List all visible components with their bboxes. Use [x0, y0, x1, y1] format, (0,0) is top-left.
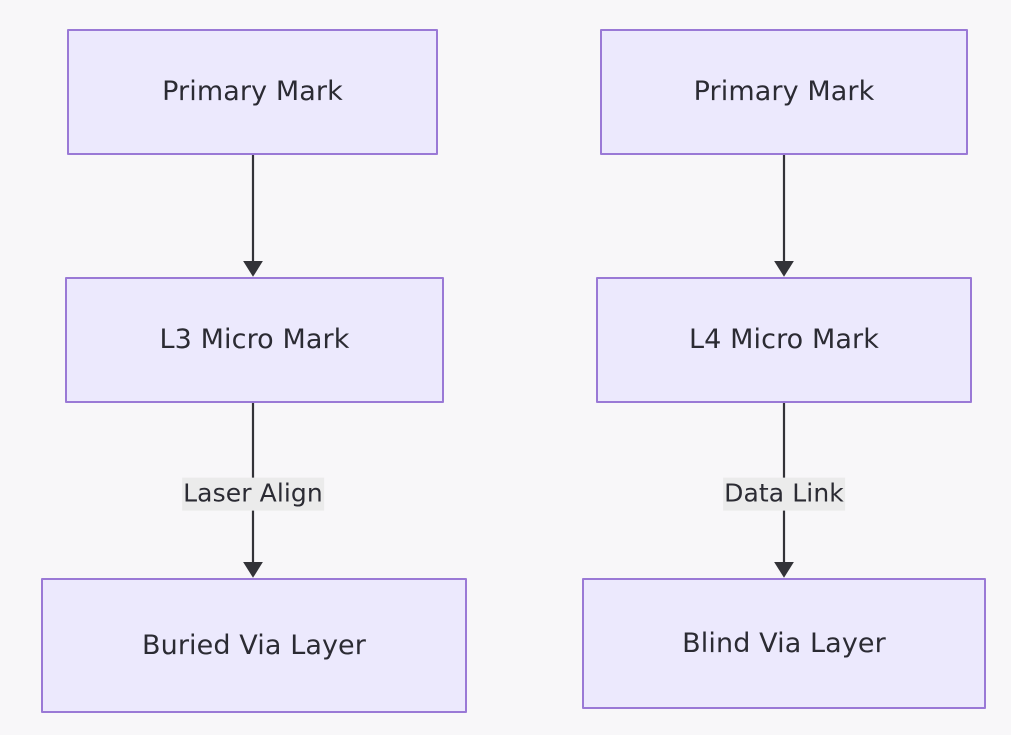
node-label: Blind Via Layer: [682, 627, 886, 659]
node-l4-micro-mark[interactable]: L4 Micro Mark: [596, 277, 972, 403]
edge-label-laser-align: Laser Align: [182, 477, 324, 511]
node-label: L4 Micro Mark: [689, 324, 879, 356]
node-label: Primary Mark: [693, 76, 875, 108]
node-label: Buried Via Layer: [142, 629, 366, 661]
node-primary-mark-left[interactable]: Primary Mark: [67, 29, 438, 155]
node-label: L3 Micro Mark: [159, 324, 350, 356]
edge-label-data-link: Data Link: [723, 477, 845, 511]
node-primary-mark-right[interactable]: Primary Mark: [600, 29, 968, 155]
node-blind-via-layer[interactable]: Blind Via Layer: [582, 578, 986, 709]
node-label: Primary Mark: [162, 76, 343, 108]
node-buried-via-layer[interactable]: Buried Via Layer: [41, 578, 467, 713]
node-l3-micro-mark[interactable]: L3 Micro Mark: [65, 277, 444, 403]
